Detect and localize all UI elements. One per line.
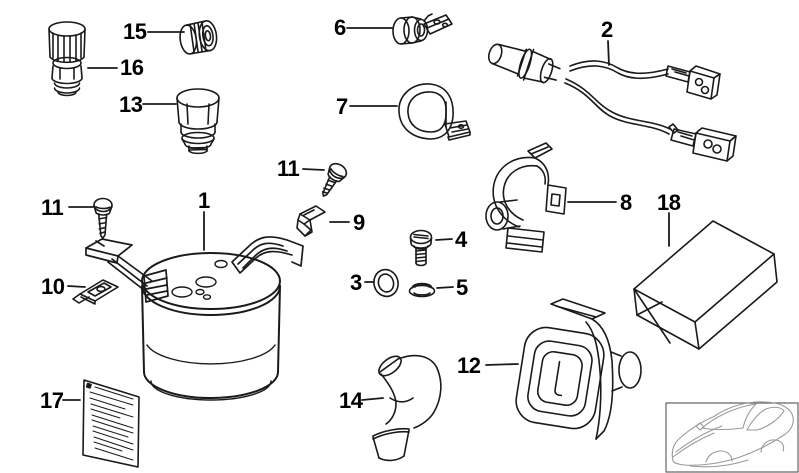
part-10-clip-nut-drawing (72, 279, 119, 305)
car-inset[interactable] (665, 401, 799, 473)
leader-12 (485, 363, 519, 366)
part-15-cap-drawing (179, 20, 218, 55)
part-4-bolt-drawing (409, 229, 433, 267)
part-13-pressure-switch-drawing (176, 88, 220, 155)
part-label-10[interactable]: 10 (41, 274, 65, 299)
part-label-9[interactable]: 9 (353, 210, 365, 235)
part-14-elbow-hose-drawing (372, 354, 442, 462)
part-label-8[interactable]: 8 (620, 190, 632, 215)
leader-14 (361, 397, 384, 401)
part-1-receiver-drier-drawing (85, 236, 304, 401)
part-label-15[interactable]: 15 (123, 19, 147, 44)
leader-4 (435, 238, 453, 241)
part-5-grommet-cap-drawing (408, 282, 436, 298)
leader-2 (607, 40, 610, 66)
part-label-5[interactable]: 5 (456, 275, 468, 300)
part-9-clip-drawing (296, 205, 326, 237)
leader-11-mid (302, 168, 325, 171)
part-label-11-mid[interactable]: 11 (277, 156, 300, 181)
leader-5 (436, 286, 454, 289)
part-11-screw-mid-drawing (321, 162, 348, 197)
part-label-12[interactable]: 12 (457, 353, 481, 378)
part-7-hose-clamp-drawing (398, 83, 471, 141)
part-label-13[interactable]: 13 (119, 92, 143, 117)
part-label-4[interactable]: 4 (455, 227, 467, 252)
part-label-14[interactable]: 14 (339, 388, 363, 413)
leader-10 (67, 285, 86, 288)
part-label-3[interactable]: 3 (350, 270, 362, 295)
part-label-11-left[interactable]: 11 (41, 195, 64, 220)
part-label-7[interactable]: 7 (336, 94, 348, 119)
part-label-17[interactable]: 17 (40, 388, 64, 413)
part-18-box-drawing (633, 220, 778, 350)
part-label-2[interactable]: 2 (601, 17, 613, 42)
part-17-sticker-drawing (82, 379, 140, 468)
part-3-o-ring-drawing (373, 268, 399, 298)
part-12-rubber-mount-drawing (515, 298, 642, 440)
part-11-screw-left-drawing (93, 197, 113, 239)
part-2-wiring-harness-drawing (487, 43, 737, 162)
part-label-16[interactable]: 16 (120, 55, 144, 80)
car-sketch (671, 401, 794, 468)
part-label-18[interactable]: 18 (657, 190, 681, 215)
part-label-1[interactable]: 1 (198, 188, 210, 213)
leader-lines (62, 27, 670, 401)
part-8-pipe-clamp-drawing (485, 142, 567, 253)
part-label-6[interactable]: 6 (334, 15, 346, 40)
part-16-valve-drawing (48, 21, 86, 97)
part-6-grommet-bracket-drawing (392, 13, 453, 45)
